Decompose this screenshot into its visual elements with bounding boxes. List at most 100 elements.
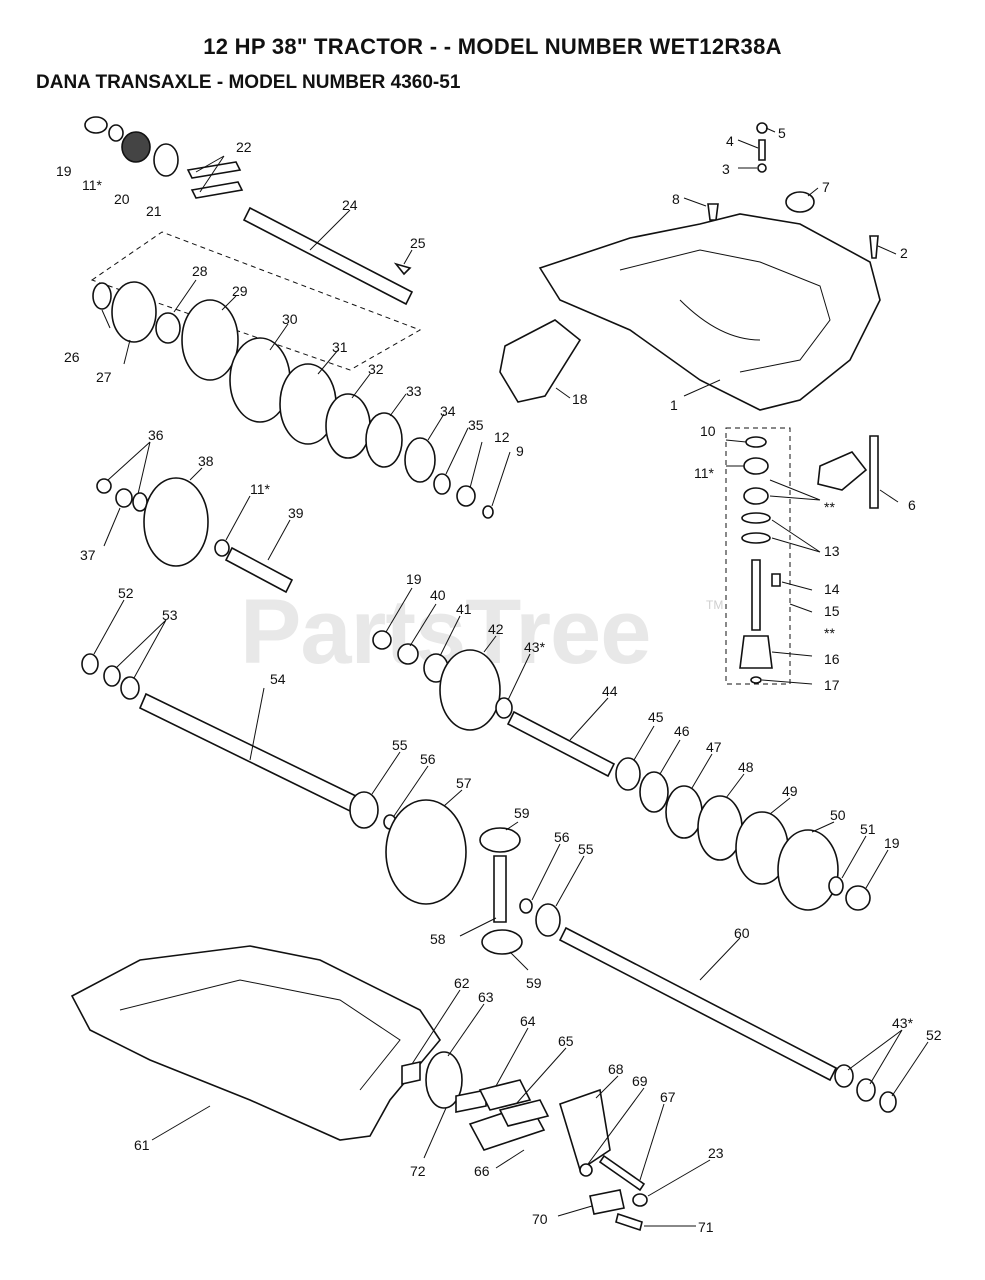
label-14: 14: [824, 581, 840, 597]
label-53: 53: [162, 607, 178, 623]
label-38: 38: [198, 453, 214, 469]
label-66: 66: [474, 1163, 490, 1179]
part-5-plug: [756, 122, 768, 134]
label-19b: 19: [406, 571, 422, 587]
label-24: 24: [342, 197, 358, 213]
part-63-disc: [425, 1051, 463, 1109]
part-52-ring-b: [879, 1091, 897, 1113]
part-51-washer: [828, 876, 844, 896]
differential-group: [349, 791, 838, 1082]
label-6: 6: [908, 497, 916, 513]
label-68: 68: [608, 1061, 624, 1077]
diagram-title: 12 HP 38" TRACTOR - - MODEL NUMBER WET12…: [203, 34, 782, 59]
part-23-nut: [632, 1193, 648, 1207]
part-70-bracket: [589, 1189, 625, 1215]
part-53-washer-b: [120, 676, 140, 700]
part-42-gear: [439, 649, 501, 731]
label-61: 61: [134, 1137, 150, 1153]
label-59: 59: [514, 805, 530, 821]
label-22: 22: [236, 139, 252, 155]
part-50-gear: [777, 829, 839, 911]
part-55-bevel-gear: [349, 791, 379, 829]
label-5: 5: [778, 125, 786, 141]
label-34: 34: [440, 403, 456, 419]
label-19: 19: [56, 163, 72, 179]
part-11-washer: [108, 124, 124, 142]
housing-detail-b: [679, 299, 761, 341]
part-2-bolt: [869, 235, 879, 259]
part-16-bevel-gear: [739, 635, 773, 669]
part-59-bevel-pinion: [479, 827, 521, 853]
label-55b: 55: [578, 841, 594, 857]
label-46: 46: [674, 723, 690, 739]
label-39: 39: [288, 505, 304, 521]
part-shaft-vertical: [751, 559, 761, 631]
part-27-sprocket: [111, 281, 157, 343]
leader-lines: [93, 127, 929, 1227]
label-54: 54: [270, 671, 286, 687]
label-58: 58: [430, 931, 446, 947]
part-22-key-b: [190, 181, 244, 199]
label-21: 21: [146, 203, 162, 219]
part-57-ring-gear: [385, 799, 467, 905]
housing-detail: [619, 249, 831, 373]
label-48: 48: [738, 759, 754, 775]
part-12-bushing: [456, 485, 476, 507]
label-41: 41: [456, 601, 472, 617]
part-47-gear: [665, 785, 703, 839]
part-45-gear: [615, 757, 641, 791]
part-35-washer: [433, 473, 451, 495]
label-17: 17: [824, 677, 840, 693]
label-69: 69: [632, 1073, 648, 1089]
label-47: 47: [706, 739, 722, 755]
part-58-cross-shaft: [493, 855, 507, 923]
label-11: 11*: [82, 177, 103, 193]
part-54-axle: [138, 692, 362, 814]
label-36: 36: [148, 427, 164, 443]
part-32-gear: [325, 393, 371, 459]
vertical-shaft-assembly: [725, 427, 879, 685]
part-43-washer-b: [834, 1064, 854, 1088]
part-25-key: [393, 262, 412, 276]
gear-row-upper: [92, 281, 494, 519]
left-axle-group: [81, 630, 513, 814]
part-60-axle: [558, 926, 838, 1082]
part-53-washer: [103, 665, 121, 687]
label-63: 63: [478, 989, 494, 1005]
part-62-plate: [401, 1061, 421, 1085]
label-59b: 59: [526, 975, 542, 991]
part-3-ball: [757, 163, 767, 173]
part-21-seal: [153, 143, 179, 177]
label-19c: 19: [884, 835, 900, 851]
part-67-bolt: [598, 1154, 646, 1192]
part-19-bushing-c: [845, 885, 871, 911]
label-double-star-b: **: [824, 625, 835, 641]
label-28: 28: [192, 263, 208, 279]
label-72: 72: [410, 1163, 426, 1179]
label-51: 51: [860, 821, 876, 837]
part-19-bushing: [84, 116, 108, 134]
label-64: 64: [520, 1013, 536, 1029]
part-13-washer-b: [741, 532, 771, 544]
part-39-shaft: [224, 546, 294, 594]
dashed-shaft-frame: [725, 427, 791, 685]
part-68-lever: [559, 1088, 611, 1172]
label-13: 13: [824, 543, 840, 559]
part-56-washer-b: [519, 898, 533, 914]
part-37-washer: [115, 488, 133, 508]
part-33-gear: [365, 412, 403, 468]
label-29: 29: [232, 283, 248, 299]
part-14-key: [771, 573, 781, 587]
part-59-bevel-pinion-b: [481, 929, 523, 955]
part-10-washer: [745, 436, 767, 448]
part-4-spring: [758, 139, 766, 161]
part-52-ring: [81, 653, 99, 675]
label-15: 15: [824, 603, 840, 619]
label-31: 31: [332, 339, 348, 355]
label-18: 18: [572, 391, 588, 407]
label-3: 3: [722, 161, 730, 177]
part-17-clip: [750, 676, 762, 684]
part-8-bolt: [707, 203, 719, 221]
part-labels: 19 11* 20 21 22 24 25 4 5 3 8 7 2 1 26 2…: [56, 125, 942, 1235]
label-27: 27: [96, 369, 112, 385]
